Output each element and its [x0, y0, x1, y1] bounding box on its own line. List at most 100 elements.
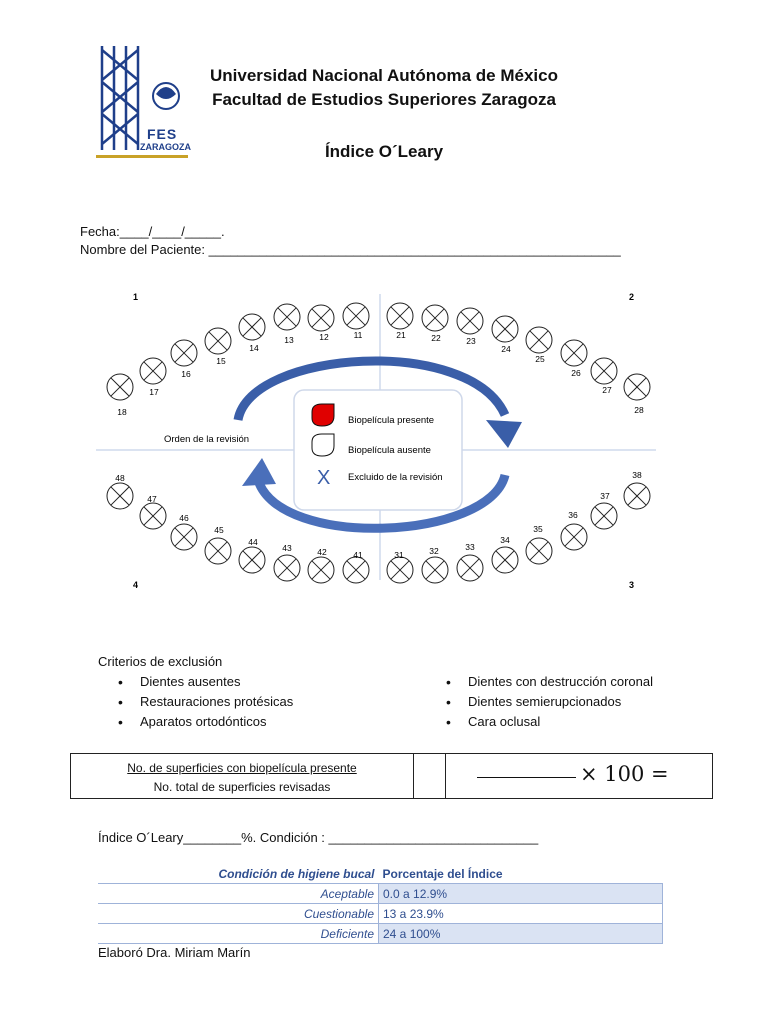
quadrant-number: 1	[133, 292, 138, 302]
tooth-number-label: 18	[117, 407, 127, 417]
criteria-left-list: Dientes ausentes Restauraciones protésic…	[98, 672, 293, 732]
tooth-number-label: 33	[465, 542, 475, 552]
tooth-number-label: 43	[282, 543, 292, 553]
hygiene-value: 0.0 a 12.9%	[378, 883, 663, 904]
hygiene-label: Aceptable	[98, 883, 379, 904]
tooth-surface-divider	[390, 306, 410, 326]
formula-expression: × 100 =	[580, 762, 669, 786]
tooth-surface-divider	[174, 343, 194, 363]
tooth-number-label: 48	[115, 473, 125, 483]
tooth-number-label: 34	[500, 535, 510, 545]
tooth-surface-divider	[425, 308, 445, 328]
tooth-number-label: 38	[632, 470, 642, 480]
tooth-surface-divider	[143, 506, 163, 526]
tooth-surface-divider	[143, 361, 163, 381]
tooth-surface-divider	[346, 306, 366, 326]
formula-fraction: No. de superficies con biopelícula prese…	[71, 754, 414, 798]
criteria-title: Criterios de exclusión	[98, 654, 223, 669]
tooth-number-label: 15	[216, 356, 226, 366]
review-order-arrows	[233, 356, 522, 533]
formula-numerator: No. de superficies con biopelícula prese…	[127, 761, 357, 775]
formula-box: No. de superficies con biopelícula prese…	[70, 753, 713, 799]
legend-excluded-label: Excluido de la revisión	[348, 472, 443, 483]
criteria-item: Aparatos ortodónticos	[118, 712, 293, 732]
lower-arrowhead-icon	[242, 458, 276, 486]
legend-absent-label: Biopelícula ausente	[348, 445, 431, 456]
tooth-surface-divider	[311, 560, 331, 580]
tooth-surface-divider	[627, 377, 647, 397]
tooth-surface-divider	[277, 307, 297, 327]
result-line: Índice O´Leary________%. Condición : ___…	[98, 830, 539, 845]
formula-denominator: No. total de superficies revisadas	[153, 780, 331, 794]
faculty-title: Facultad de Estudios Superiores Zaragoza	[212, 90, 556, 109]
tooth-surface-divider	[277, 558, 297, 578]
tooth-number-label: 25	[535, 354, 545, 364]
legend-box: Biopelícula presente Biopelícula ausente…	[293, 389, 463, 511]
criteria-right-list: Dientes con destrucción coronal Dientes …	[426, 672, 653, 732]
tooth-number-label: 16	[181, 369, 191, 379]
tooth-number-label: 31	[394, 550, 404, 560]
quadrant-number: 2	[629, 292, 634, 302]
table-row: Cuestionable 13 a 23.9%	[98, 903, 663, 924]
tooth-surface-divider	[594, 361, 614, 381]
tooth-surface-divider	[110, 377, 130, 397]
table-row: Aceptable 0.0 a 12.9%	[98, 883, 663, 904]
hygiene-value: 24 a 100%	[378, 923, 663, 944]
tooth-surface-divider	[529, 330, 549, 350]
patient-name-line: Nombre del Paciente: ___________________…	[80, 242, 621, 257]
tooth-number-label: 12	[319, 332, 329, 342]
tooth-number-label: 41	[353, 550, 363, 560]
criteria-item: Dientes ausentes	[118, 672, 293, 692]
hygiene-header-right: Porcentaje del Índice	[382, 866, 503, 881]
tooth-surface-divider	[110, 486, 130, 506]
tooth-number-label: 23	[466, 336, 476, 346]
tooth-surface-divider	[208, 541, 228, 561]
tooth-surface-divider	[242, 317, 262, 337]
tooth-surface-divider	[529, 541, 549, 561]
tooth-surface-divider	[311, 308, 331, 328]
university-title: Universidad Nacional Autónoma de México	[210, 66, 558, 85]
quadrant-number: 3	[629, 580, 634, 590]
upper-arrowhead-icon	[486, 420, 522, 448]
exclusion-criteria: Criterios de exclusión Dientes ausentes …	[98, 654, 718, 732]
tooth-surface-divider	[346, 560, 366, 580]
tooth-number-label: 45	[214, 525, 224, 535]
tooth-surface-divider	[564, 343, 584, 363]
tooth-number-label: 44	[248, 537, 258, 547]
formula-expression-box: × 100 =	[445, 754, 715, 798]
tooth-surface-divider	[627, 486, 647, 506]
lower-arrow	[253, 473, 510, 533]
tooth-number-label: 14	[249, 343, 259, 353]
tooth-number-label: 17	[149, 387, 159, 397]
tooth-surface-divider	[208, 331, 228, 351]
tooth-number-label: 35	[533, 524, 543, 534]
hygiene-header-left: Condición de higiene bucal	[218, 866, 375, 881]
hygiene-value: 13 a 23.9%	[378, 903, 663, 924]
quadrant-number: 4	[133, 580, 138, 590]
tooth-surface-divider	[594, 506, 614, 526]
tooth-surface-divider	[242, 550, 262, 570]
biofilm-present-icon	[311, 403, 335, 427]
formula-blank-line	[477, 777, 576, 778]
legend-frame	[293, 389, 463, 511]
tooth-number-label: 28	[634, 405, 644, 415]
tooth-surface-divider	[460, 311, 480, 331]
tooth-number-label: 26	[571, 368, 581, 378]
excluded-x-icon: X	[317, 467, 330, 489]
criteria-item: Dientes con destrucción coronal	[446, 672, 653, 692]
biofilm-absent-icon	[311, 433, 335, 457]
tooth-number-label: 37	[600, 491, 610, 501]
logo-zaragoza-text: ZARAGOZA	[140, 142, 191, 152]
upper-arrow	[233, 356, 510, 422]
hygiene-table: Condición de higiene bucal Porcentaje de…	[98, 864, 663, 944]
criteria-item: Cara oclusal	[446, 712, 653, 732]
hygiene-label: Deficiente	[98, 923, 379, 944]
tooth-number-label: 47	[147, 494, 157, 504]
logo-fes-text: FES	[147, 126, 178, 142]
tooth-number-label: 46	[179, 513, 189, 523]
tooth-number-label: 21	[396, 330, 406, 340]
tooth-surface-divider	[174, 527, 194, 547]
tooth-surface-divider	[495, 550, 515, 570]
